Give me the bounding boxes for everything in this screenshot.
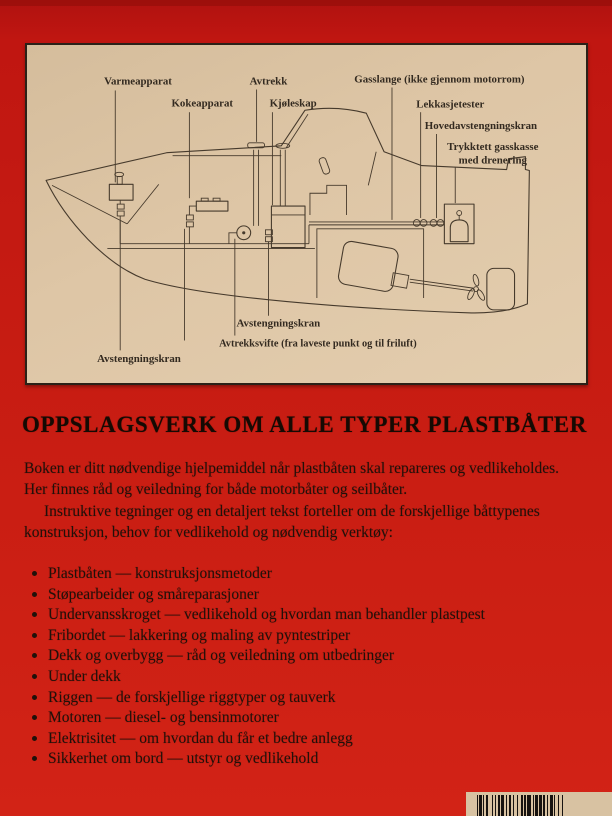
- barcode-bar: [561, 795, 563, 816]
- intro-paragraph: Boken er ditt nødvendige hjelpemiddel nå…: [24, 458, 596, 501]
- barcode-bar: [486, 795, 489, 816]
- propeller: [467, 274, 486, 301]
- bullet-text: Elektrisitet — om hvordan du får et bedr…: [48, 729, 353, 747]
- barcode-bar: [482, 795, 484, 816]
- cooker: [185, 197, 229, 244]
- label-varmeapparat: Varmeapparat: [104, 76, 172, 88]
- gas-hose: [308, 221, 445, 226]
- bullet-text: Fribordet — lakkering og maling av pynte…: [48, 626, 351, 644]
- heater: [108, 171, 134, 244]
- list-item: Fribordet — lakkering og maling av pynte…: [30, 626, 596, 647]
- list-item: Riggen — de forskjellige riggtyper og ta…: [30, 688, 596, 709]
- main-shutoff-valve: [429, 219, 445, 227]
- bullet-text: Under dekk: [48, 667, 121, 685]
- propeller-shaft: [409, 278, 474, 292]
- barcode-bar: [520, 795, 523, 816]
- barcode-bar: [535, 795, 538, 816]
- list-item: Motoren — diesel- og bensinmotorer: [30, 708, 596, 729]
- gas-locker: [443, 203, 475, 245]
- barcode: [466, 792, 612, 816]
- barcode-bar: [527, 795, 531, 816]
- fridge: [270, 142, 306, 249]
- barcode-bar: [505, 795, 507, 816]
- throttle-lever: [318, 157, 331, 175]
- list-item: Sikkerhet om bord — utstyr og vedlikehol…: [30, 749, 596, 770]
- bullet-dot: [32, 694, 37, 700]
- list-item: Elektrisitet — om hvordan du får et bedr…: [30, 729, 596, 750]
- barcode-bar: [479, 795, 482, 816]
- list-item: Under dekk: [30, 667, 596, 688]
- bullet-dot: [32, 735, 37, 741]
- label-avtrekksvifte: Avtrekksvifte (fra laveste punkt og til …: [219, 338, 417, 349]
- intro-paragraph-2: Instruktive tegninger og en detaljert te…: [24, 501, 596, 544]
- barcode-bar: [477, 795, 479, 816]
- label-avstengningskran-left: Avstengningskran: [97, 353, 181, 365]
- bullet-dot: [32, 756, 37, 762]
- bullet-text: Undervansskroget — vedlikehold og hvorda…: [48, 606, 485, 624]
- bullet-text: Riggen — de forskjellige riggtyper og ta…: [48, 688, 336, 706]
- barcode-bar: [495, 795, 497, 816]
- barcode-bar: [543, 795, 545, 816]
- label-gasslange: Gasslange (ikke gjennom motorrom): [354, 74, 525, 86]
- bullet-dot: [32, 571, 37, 576]
- extraction-fan: [228, 142, 265, 244]
- intro-line-3: Instruktive tegninger og en detaljert te…: [44, 503, 540, 520]
- list-item: Støpearbeider og småreparasjoner: [30, 585, 596, 606]
- bullet-dot: [32, 715, 37, 721]
- label-trykktett-gasskasse: Trykktett gasskasse: [447, 141, 538, 153]
- barcode-bar: [558, 795, 560, 816]
- label-avstengningskran-mid: Avstengningskran: [236, 318, 320, 330]
- label-kjoleskap: Kjøleskap: [270, 97, 317, 109]
- label-hovedavstengningskran: Hovedavstengningskran: [425, 120, 537, 132]
- barcode-bar: [546, 795, 548, 816]
- intro-line-1: Boken er ditt nødvendige hjelpemiddel nå…: [24, 460, 560, 477]
- barcode-bar: [523, 795, 527, 816]
- bullet-dot: [32, 591, 37, 597]
- barcode-bar: [538, 795, 543, 816]
- barcode-bar: [553, 795, 555, 816]
- barcode-bar: [563, 795, 564, 816]
- label-kokeapparat: Kokeapparat: [171, 97, 233, 109]
- barcode-bar: [550, 795, 553, 816]
- list-item: Undervansskroget — vedlikehold og hvorda…: [30, 605, 596, 626]
- boat-diagram-panel: Varmeapparat Kokeapparat Avtrekk Kjølesk…: [25, 43, 588, 385]
- helm-seat: [309, 184, 347, 215]
- bullet-dot: [32, 632, 37, 638]
- barcode-bar: [497, 795, 500, 816]
- barcode-bar: [517, 795, 519, 816]
- boat-hull-outline: [45, 107, 530, 314]
- bullet-dot: [32, 612, 37, 618]
- boat-gas-system-diagram: Varmeapparat Kokeapparat Avtrekk Kjølesk…: [45, 74, 539, 365]
- barcode-bar: [509, 795, 512, 816]
- bullet-text: Støpearbeider og småreparasjoner: [48, 585, 259, 603]
- barcode-bar: [533, 795, 535, 816]
- outdrive-bracket: [486, 267, 516, 311]
- label-med-drenering: med drenering: [459, 155, 528, 167]
- label-lekkasjetester: Lekkasjetester: [416, 98, 484, 110]
- v-berth-lines: [51, 184, 160, 225]
- bullet-dot: [32, 673, 37, 679]
- contents-bullet-list: Plastbåten — konstruksjonsmetoder Støpea…: [30, 564, 596, 770]
- engine-compartment: [316, 228, 425, 299]
- leak-tester-valve: [412, 219, 428, 227]
- barcode-bar: [512, 795, 514, 816]
- bullet-dot: [32, 653, 37, 659]
- leader-lines: [114, 87, 456, 351]
- intro-line-4: konstruksjon, behov for vedlikehold og n…: [24, 524, 393, 542]
- barcode-bar: [491, 795, 494, 816]
- windshield-inner: [285, 113, 309, 149]
- list-item: Plastbåten — konstruksjonsmetoder: [30, 564, 596, 585]
- roof-support: [367, 151, 377, 186]
- label-avtrekk: Avtrekk: [250, 76, 289, 88]
- bullet-text: Sikkerhet om bord — utstyr og vedlikehol…: [48, 750, 319, 768]
- intro-line-2: Her finnes råd og veiledning for både mo…: [24, 481, 408, 499]
- list-item: Dekk og overbygg — råd og veiledning om …: [30, 646, 596, 667]
- engine-block: [337, 240, 410, 292]
- cover-title: OPPSLAGSVERK OM ALLE TYPER PLASTBÅTER: [22, 412, 587, 437]
- bullet-text: Plastbåten — konstruksjonsmetoder: [48, 565, 272, 582]
- bullet-text: Dekk og overbygg — råd og veiledning om …: [48, 647, 395, 665]
- bullet-text: Motoren — diesel- og bensinmotorer: [48, 709, 279, 727]
- barcode-bar: [501, 795, 505, 816]
